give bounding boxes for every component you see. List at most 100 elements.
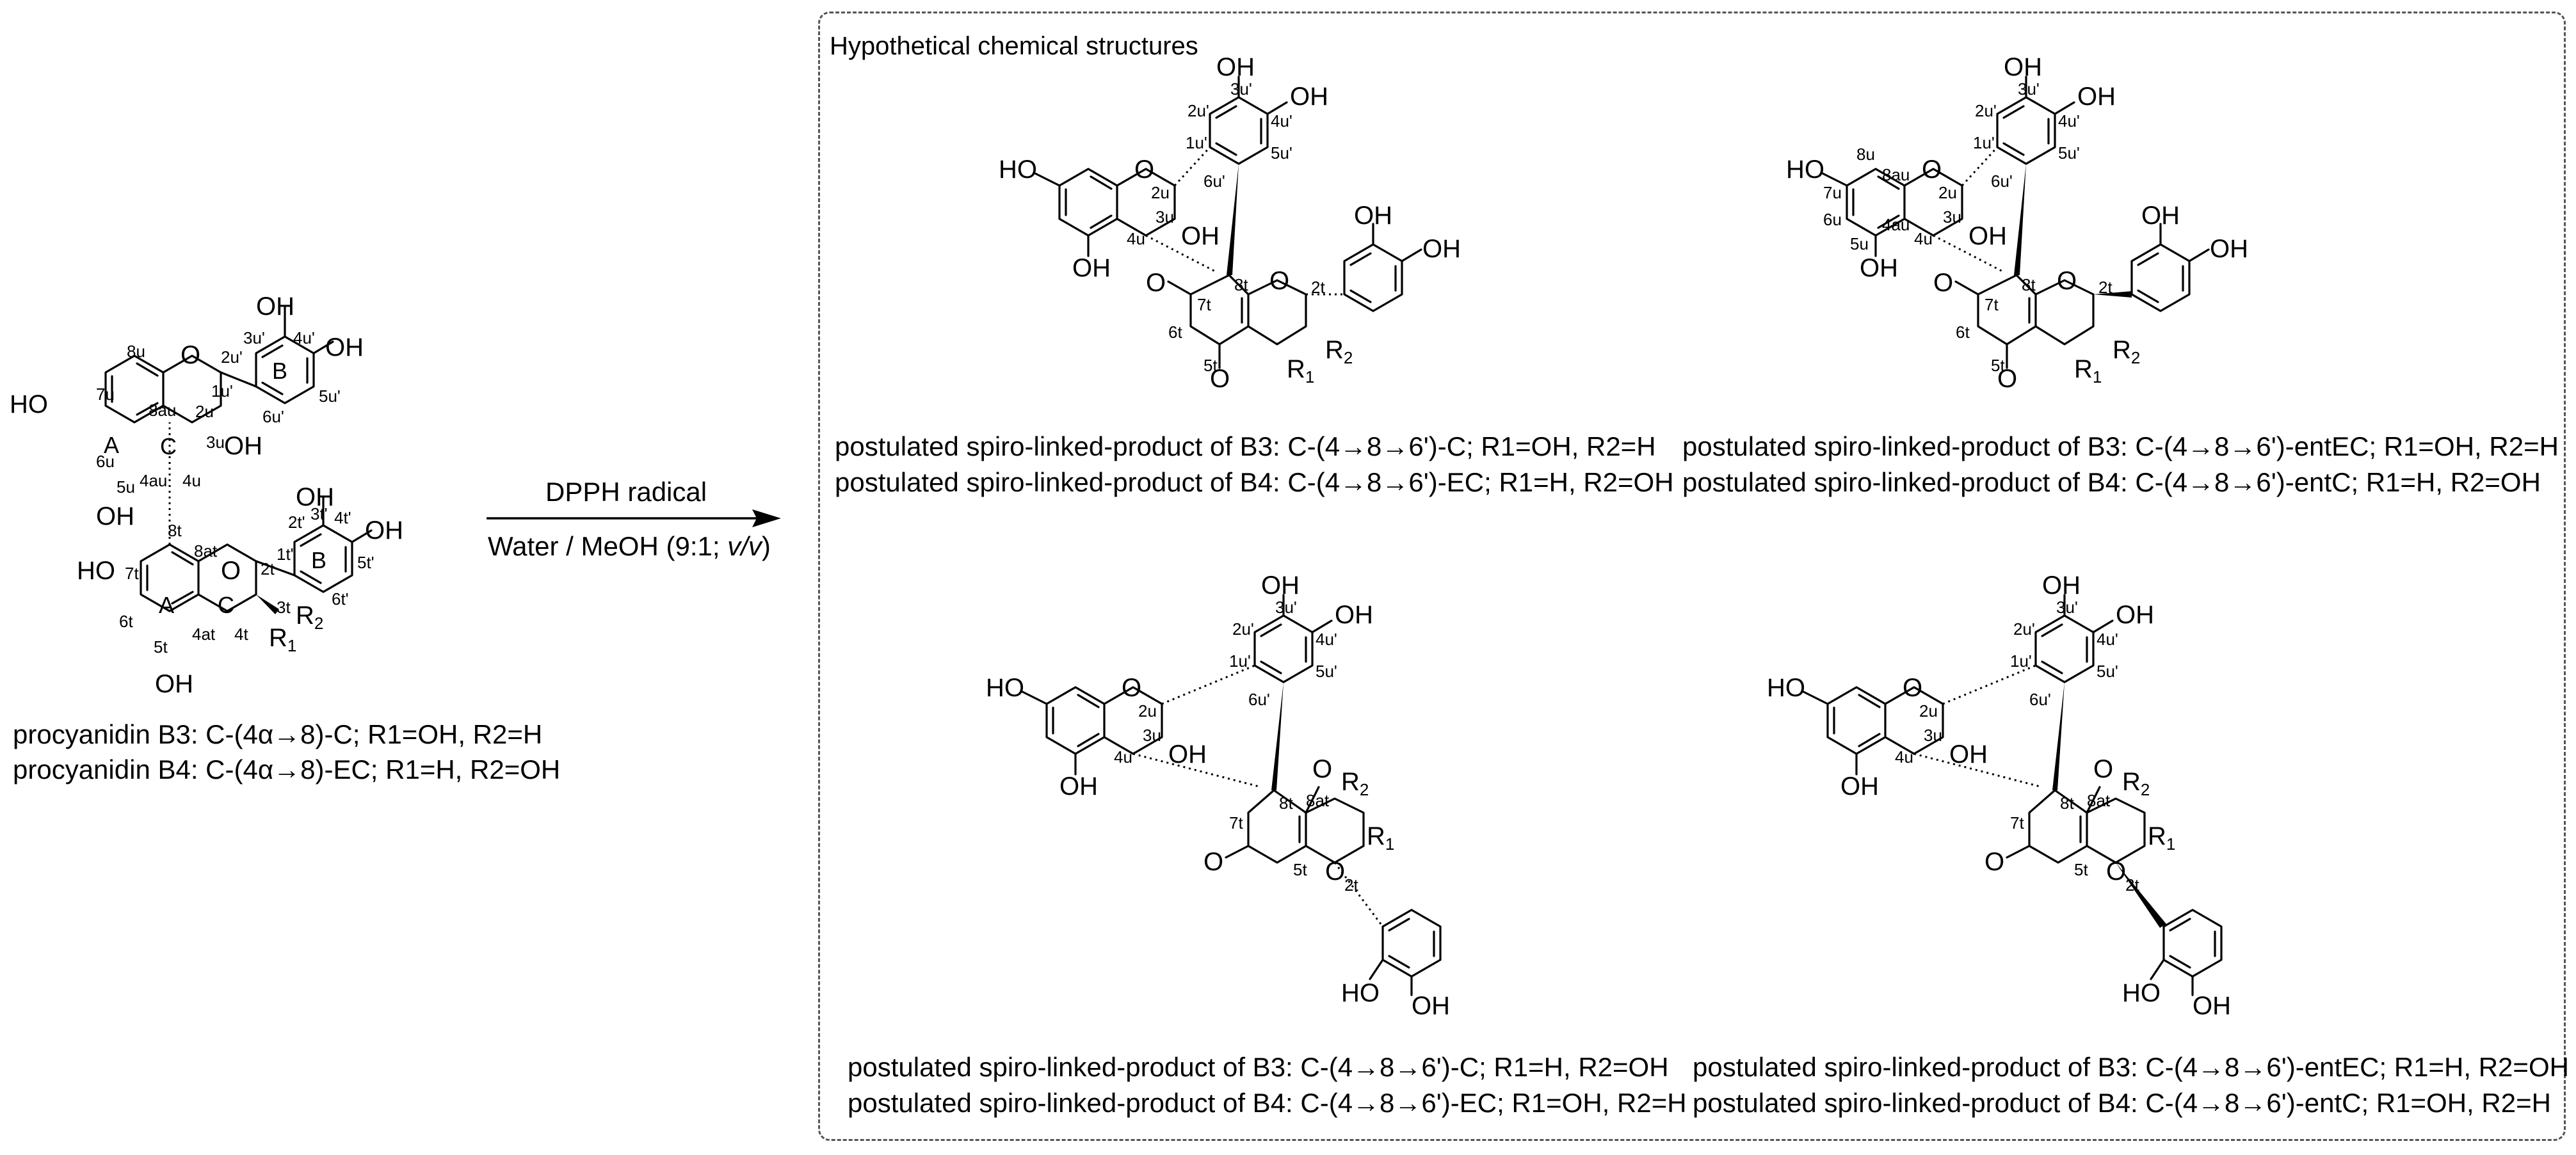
num-2tp: 2t': [288, 513, 305, 532]
num-2u: 2u: [1138, 701, 1157, 721]
ho-e: HO: [2122, 979, 2161, 1007]
num-5up: 5u': [2058, 143, 2080, 163]
num-3u: 3u: [1155, 207, 1174, 227]
num-6t: 6t: [119, 612, 133, 631]
num-3up: 3u': [2056, 598, 2078, 617]
num-7u: 7u: [1823, 183, 1842, 202]
num-8u: 8u: [127, 342, 145, 361]
ho-a: HO: [1767, 674, 1805, 702]
num-4u: 4u: [1914, 229, 1933, 248]
ho-7u: HO: [10, 390, 48, 418]
num-6t: 6t: [1956, 323, 1970, 342]
o-a: O: [1903, 674, 1922, 702]
num-3u: 3u: [1943, 207, 1961, 227]
num-4au: 4au: [140, 471, 167, 490]
oh-5u: OH: [96, 502, 134, 530]
oh-c: OH: [1059, 772, 1098, 801]
num-2t: 2t: [1311, 278, 1325, 297]
num-8at: 8at: [194, 541, 218, 561]
num-8t: 8t: [2022, 275, 2036, 294]
oh-e: OH: [1354, 202, 1392, 230]
oh-d: OH: [1168, 740, 1207, 769]
num-5up: 5u': [1316, 662, 1337, 681]
num-3u: 3u: [1924, 726, 1942, 745]
reactant-caption-b3: procyanidin B3: C-(4α→8)-C; R1=OH, R2=H: [13, 719, 543, 749]
r2: R2: [2122, 768, 2150, 799]
oh-5t: OH: [155, 670, 193, 698]
oh-a: OH: [1261, 571, 1300, 600]
num-5t: 5t: [1991, 356, 2005, 375]
num-6up: 6u': [2029, 690, 2051, 709]
num-6up: 6u': [1248, 690, 1270, 709]
num-7u: 7u: [96, 385, 115, 404]
oh-d: OH: [1181, 222, 1220, 250]
num-3u: 3u: [206, 433, 225, 452]
oh-c: OH: [1840, 772, 1879, 801]
o-a: O: [1134, 155, 1154, 184]
oh-f: OH: [2210, 235, 2248, 263]
oh-d: OH: [1949, 740, 1988, 769]
hypothetical-structures-box: [818, 12, 2566, 1141]
r1: R1: [1287, 355, 1314, 386]
oh-b: OH: [2116, 601, 2154, 629]
caption-top-right-b3: postulated spiro-linked-product of B3: C…: [1682, 431, 2559, 461]
oh-b: OH: [2077, 83, 2116, 111]
ring-c-label: C: [160, 433, 177, 459]
oh-a: OH: [2004, 53, 2042, 81]
oh-a: OH: [1216, 53, 1255, 81]
num-5t: 5t: [154, 637, 168, 657]
o-ring-lower: O: [221, 557, 241, 585]
num-6tp: 6t': [332, 589, 349, 609]
o-b: O: [2057, 267, 2077, 295]
num-8u: 8u: [1856, 145, 1875, 164]
num-5up: 5u': [319, 386, 341, 406]
o-d: O: [1997, 365, 2017, 393]
num-4t: 4t: [234, 625, 248, 644]
num-5up: 5u': [1271, 143, 1292, 163]
ho-e: HO: [1341, 979, 1380, 1007]
num-2t: 2t: [2125, 875, 2139, 895]
hypothetical-title: Hypothetical chemical structures: [830, 32, 1198, 60]
num-2u: 2u: [195, 402, 214, 421]
num-8au: 8au: [1882, 165, 1910, 184]
upper-ring-b: B: [220, 306, 334, 404]
num-3u: 3u: [1143, 726, 1161, 745]
num-5up: 5u': [2097, 662, 2118, 681]
oh-f: OH: [1422, 235, 1461, 263]
oh-f: OH: [2193, 992, 2231, 1020]
num-1up: 1u': [2010, 651, 2032, 671]
num-5t: 5t: [1203, 356, 1218, 375]
num-2u: 2u: [1919, 701, 1938, 721]
num-8au: 8au: [149, 401, 176, 420]
num-1u: 1u': [211, 381, 233, 401]
num-6up: 6u': [262, 407, 284, 426]
num-1up: 1u': [1186, 133, 1207, 152]
num-7t: 7t: [1984, 295, 1999, 314]
num-4u: 4u: [1895, 747, 1913, 767]
upper-ring-c: C: [160, 354, 222, 459]
ho-a: HO: [986, 674, 1024, 702]
num-4up: 4u': [293, 328, 315, 347]
o-d: O: [2093, 755, 2113, 783]
num-2u: 2u: [1938, 183, 1957, 202]
caption-top-right-b4: postulated spiro-linked-product of B4: C…: [1682, 467, 2541, 497]
r1-lower: R1: [269, 624, 296, 655]
o-ring-upper: O: [181, 341, 200, 369]
num-5u: 5u: [1850, 234, 1869, 253]
oh-3u: OH: [256, 292, 294, 321]
num-2up: 2u': [221, 347, 243, 367]
ho-a: HO: [1786, 155, 1824, 184]
oh-f: OH: [1412, 992, 1450, 1020]
o-c: O: [1203, 848, 1223, 876]
oh-3t: OH: [296, 483, 334, 511]
num-7t: 7t: [2010, 813, 2024, 832]
o-c: O: [1146, 269, 1166, 297]
num-4u: 4u: [1127, 229, 1145, 248]
ho-7t: HO: [77, 557, 115, 585]
reaction-arrow: [487, 509, 781, 527]
num-6up: 6u': [1203, 171, 1225, 191]
ring-b-label: B: [272, 358, 287, 384]
num-4at: 4at: [192, 625, 216, 644]
num-2up: 2u': [2013, 619, 2035, 639]
r2: R2: [1341, 768, 1369, 799]
